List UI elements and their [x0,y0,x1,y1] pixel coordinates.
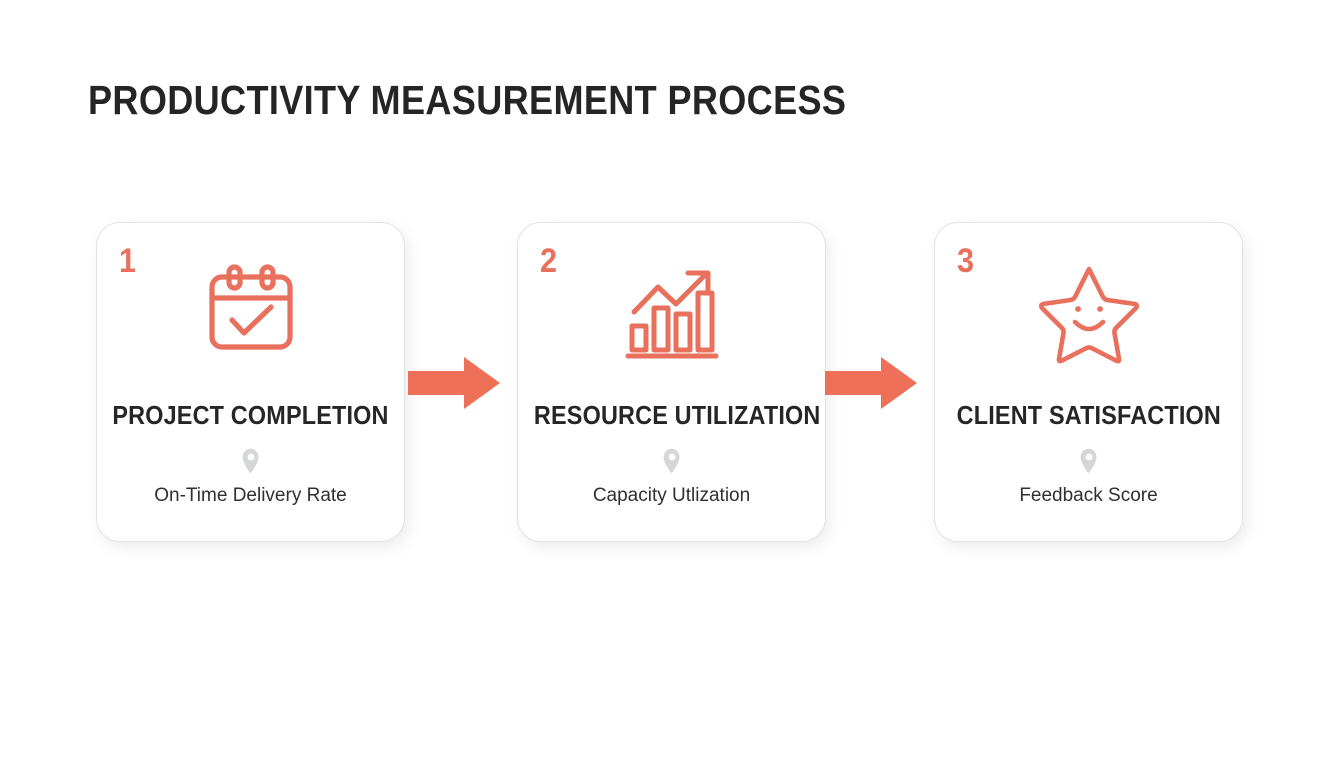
smiling-star-icon [1034,257,1144,367]
location-pin-icon [241,448,261,474]
location-pin-icon [662,448,682,474]
step-title-1: PROJECT COMPLETION [112,400,389,430]
step-caption-1: On-Time Delivery Rate [154,485,347,506]
location-pin-icon [1079,448,1099,474]
process-flow: 1 PROJECT COMPLETION On-Tim [96,222,1243,542]
step-caption-2: Capacity Utlization [592,485,751,506]
step-number-1: 1 [119,242,137,280]
step-number-3: 3 [957,242,975,280]
arrow-right-icon [408,355,500,411]
step-caption-3: Feedback Score [1019,485,1158,506]
process-step-card-1[interactable]: 1 PROJECT COMPLETION On-Tim [96,222,405,542]
page-title: PRODUCTIVITY MEASUREMENT PROCESS [88,77,847,123]
calendar-check-icon [196,257,306,367]
step-number-2: 2 [540,242,558,280]
process-step-card-3[interactable]: 3 CLIENT SATISFACTION Feedback Score [934,222,1243,542]
bar-chart-growth-icon [617,257,727,367]
process-step-card-2[interactable]: 2 RESOURCE UTILIZATION [517,222,826,542]
step-title-2: RESOURCE UTILIZATION [533,400,821,430]
step-title-3: CLIENT SATISFACTION [956,400,1221,430]
arrow-right-icon [825,355,917,411]
